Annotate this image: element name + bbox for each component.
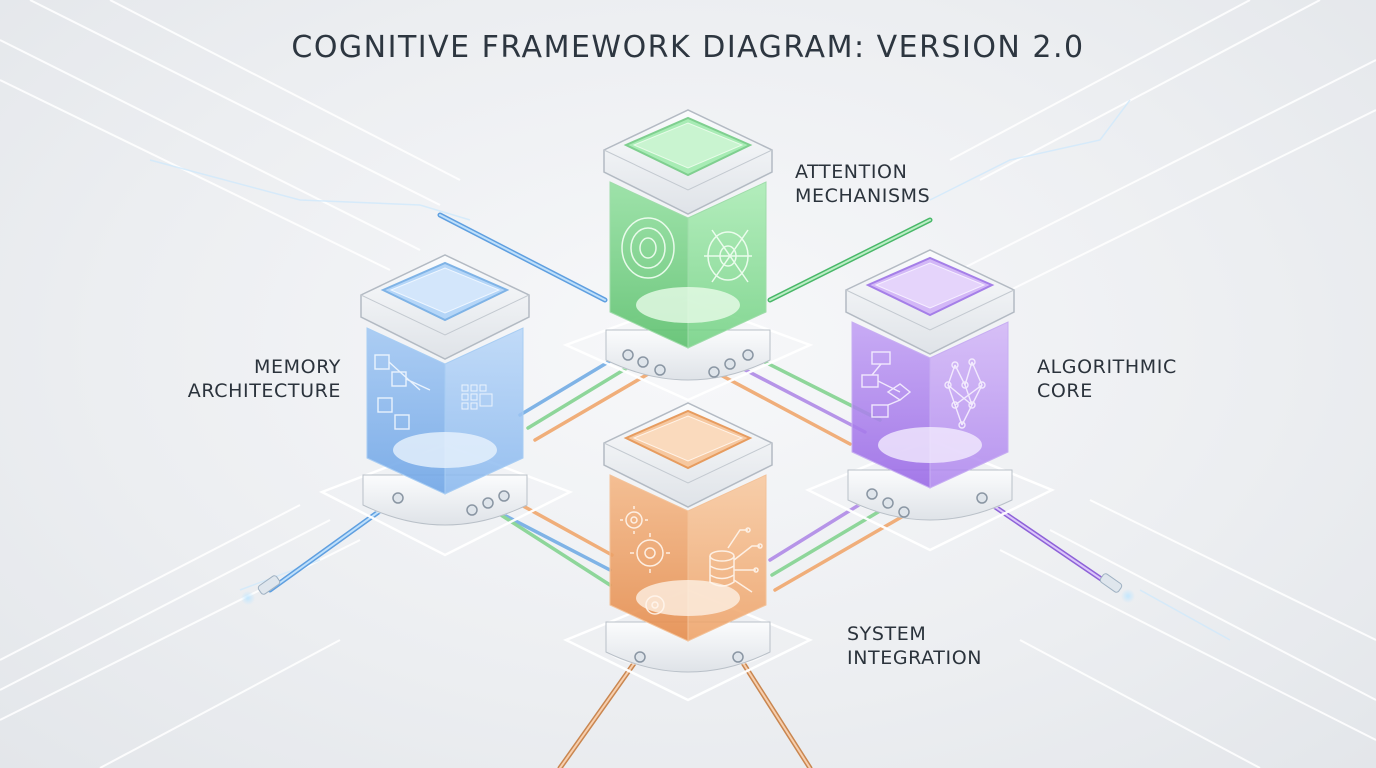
algorithmic-label: ALGORITHMIC CORE	[1037, 355, 1177, 403]
flowchart-network-icon	[861, 351, 986, 429]
target-rings-icon	[621, 217, 752, 283]
integration-label-line-2: INTEGRATION	[847, 647, 983, 669]
diagram-title: COGNITIVE FRAMEWORK DIAGRAM: VERSION 2.0	[291, 30, 1085, 65]
integration-label-line-1: SYSTEM	[847, 623, 927, 645]
integration-label: SYSTEM INTEGRATION	[847, 622, 982, 670]
attention-module	[603, 109, 773, 381]
memory-label: MEMORY ARCHITECTURE	[170, 355, 341, 403]
attention-label-line-2: MECHANISMS	[795, 185, 931, 207]
attention-label: ATTENTION MECHANISMS	[795, 160, 930, 208]
outer-cables	[267, 212, 1113, 768]
connection-bundles	[473, 350, 907, 592]
algorithmic-label-line-2: CORE	[1037, 380, 1093, 402]
gears-circuit-icon	[620, 506, 763, 615]
algorithmic-label-line-1: ALGORITHMIC	[1037, 356, 1177, 378]
memory-label-line-1: MEMORY	[254, 356, 341, 378]
algorithmic-module	[845, 249, 1015, 521]
memory-label-line-2: ARCHITECTURE	[187, 380, 341, 402]
attention-label-line-1: ATTENTION	[795, 161, 908, 183]
cable-end-connectors	[241, 573, 1135, 605]
cubes-grid-icon	[374, 354, 493, 430]
integration-module	[603, 402, 773, 673]
memory-module	[360, 254, 530, 526]
